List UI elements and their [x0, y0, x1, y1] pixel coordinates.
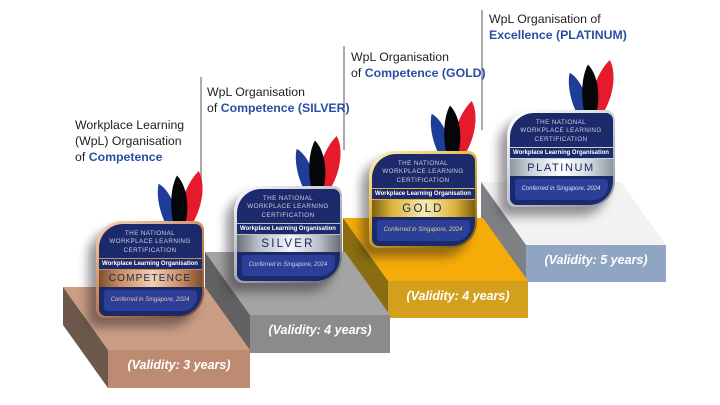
badge-org-band: Workplace Learning Organisation [509, 147, 613, 159]
validity-label: (Validity: 5 years) [544, 253, 648, 267]
badge-header-text: THE NATIONAL WORKPLACE LEARNING CERTIFIC… [520, 118, 602, 143]
badge-header-text: THE NATIONAL WORKPLACE LEARNING CERTIFIC… [109, 229, 191, 254]
step-competence-side-face [63, 287, 108, 388]
badge-body: THE NATIONAL WORKPLACE LEARNING CERTIFIC… [236, 188, 340, 281]
tier-title-text: WpL Organisation of [489, 12, 601, 26]
badge-body: THE NATIONAL WORKPLACE LEARNING CERTIFIC… [371, 153, 475, 246]
step-platinum-front-face [526, 245, 666, 282]
step-gold-front-face [388, 281, 528, 318]
tier-title-silver: WpL Organisation of Competence (SILVER) [207, 85, 352, 117]
step-silver-side-face [205, 252, 250, 353]
badge-body: THE NATIONAL WORKPLACE LEARNING CERTIFIC… [509, 112, 613, 205]
validity-label: (Validity: 4 years) [268, 323, 372, 337]
badge-conferred-text: Conferred in Singapore, 2024 [103, 290, 197, 311]
badge-silver: THE NATIONAL WORKPLACE LEARNING CERTIFIC… [234, 186, 342, 283]
badge-conferred-text: Conferred in Singapore, 2024 [376, 220, 470, 241]
badge-org-band: Workplace Learning Organisation [98, 258, 202, 270]
badge-tier-band: COMPETENCE [98, 270, 202, 287]
badge-group-silver: THE NATIONAL WORKPLACE LEARNING CERTIFIC… [234, 135, 342, 283]
tier-title-gold: WpL Organisation of Competence (GOLD) [351, 50, 496, 82]
badge-gold: THE NATIONAL WORKPLACE LEARNING CERTIFIC… [369, 151, 477, 248]
badge-group-platinum: THE NATIONAL WORKPLACE LEARNING CERTIFIC… [507, 59, 615, 207]
tier-title-competence: Workplace Learning (WpL) Organisation of… [75, 118, 207, 166]
tier-title-platinum: WpL Organisation of Excellence (PLATINUM… [489, 12, 644, 44]
validity-label: (Validity: 3 years) [127, 358, 231, 372]
tier-title-text: WpL Organisation of [351, 50, 449, 80]
step-gold-side-face [343, 218, 388, 318]
badge-org-band: Workplace Learning Organisation [371, 188, 475, 200]
tier-title-text: Workplace Learning (WpL) Organisation of [75, 118, 185, 164]
badge-header-text: THE NATIONAL WORKPLACE LEARNING CERTIFIC… [247, 194, 329, 219]
badge-org-band: Workplace Learning Organisation [236, 223, 340, 235]
separator-line [481, 10, 483, 130]
badge-conferred-text: Conferred in Singapore, 2024 [241, 255, 335, 276]
step-silver-front-face [250, 315, 390, 353]
step-competence-front-face [108, 350, 250, 388]
separator-line [343, 46, 345, 150]
badge-competence: THE NATIONAL WORKPLACE LEARNING CERTIFIC… [96, 221, 204, 318]
tier-title-highlight: Competence [88, 149, 163, 164]
tier-title-text: WpL Organisation of [207, 85, 305, 115]
tier-title-highlight: Excellence (PLATINUM) [489, 27, 627, 42]
tier-title-highlight: Competence (GOLD) [364, 65, 486, 80]
validity-label: (Validity: 4 years) [406, 289, 510, 303]
badge-conferred-text: Conferred in Singapore, 2024 [514, 179, 608, 200]
separator-line [200, 77, 202, 181]
badge-platinum: THE NATIONAL WORKPLACE LEARNING CERTIFIC… [507, 110, 615, 207]
badge-tier-band: PLATINUM [509, 159, 613, 176]
step-platinum-side-face [481, 182, 526, 282]
badge-tier-band: SILVER [236, 235, 340, 252]
badge-tier-band: GOLD [371, 200, 475, 217]
badge-group-gold: THE NATIONAL WORKPLACE LEARNING CERTIFIC… [369, 100, 477, 248]
tier-title-highlight: Competence (SILVER) [220, 100, 350, 115]
badge-header-text: THE NATIONAL WORKPLACE LEARNING CERTIFIC… [382, 159, 464, 184]
badge-group-competence: THE NATIONAL WORKPLACE LEARNING CERTIFIC… [96, 170, 204, 318]
badge-body: THE NATIONAL WORKPLACE LEARNING CERTIFIC… [98, 223, 202, 316]
